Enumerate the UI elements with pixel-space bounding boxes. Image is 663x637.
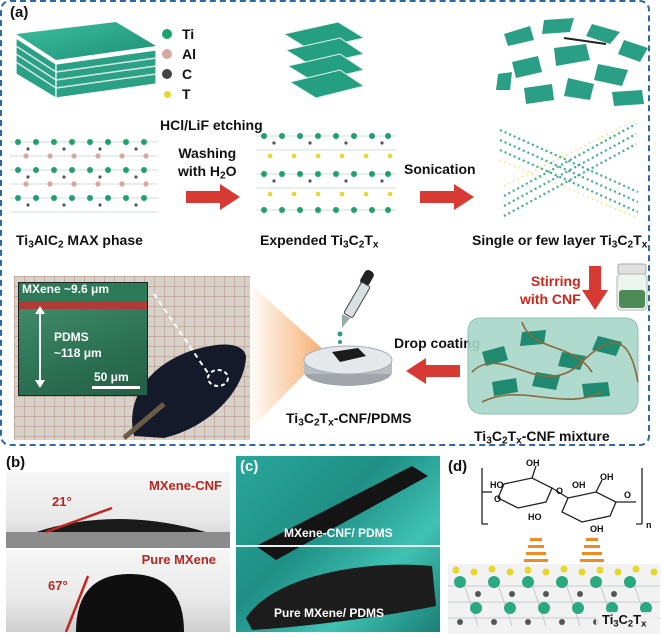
composite-label: Ti3C2Tx-CNF/PDMS: [286, 410, 412, 429]
o-label-2: O: [556, 486, 563, 496]
oh-label-3: OH: [572, 480, 586, 490]
washing-step-label: Washing with H2O: [178, 145, 237, 182]
flakes-illustration: [496, 18, 648, 106]
single-layer-label: Single or few layer Ti3C2Tx: [472, 232, 648, 251]
contact-angle-top-image: MXene-CNF 21°: [6, 472, 230, 548]
stirring-arrow-icon: [582, 266, 608, 310]
pdms-label: PDMS: [54, 330, 89, 344]
film-shapes: [236, 466, 440, 630]
stirring-step-label: Stirring with CNF: [520, 273, 581, 307]
contact-angle-top-label: MXene-CNF: [149, 478, 222, 493]
magnification-cone: [248, 282, 326, 432]
film-photos: (c) MXene-CNF/ PDMS Pure MXene/ PDMS: [236, 456, 440, 632]
cellulose-structure: OH HO OH HO OH OH O O O n: [481, 458, 652, 534]
repeat-unit-n: n: [646, 520, 652, 530]
mxene-thickness-label: MXene ~9.6 μm: [22, 282, 110, 296]
pdms-thickness-arrow-icon: [35, 306, 45, 388]
pdms-thickness-label: ~118 μm: [54, 346, 102, 360]
oh-label-1: OH: [526, 458, 540, 468]
contact-angle-bottom-label: Pure MXene: [141, 552, 216, 567]
oh-label-5: OH: [600, 472, 614, 482]
drop-coating-illustration: [303, 270, 393, 386]
cross-section-photo: MXene ~9.6 μm PDMS ~118 μm 50 μm: [14, 276, 250, 440]
scale-bar-label: 50 μm: [94, 370, 129, 384]
mixture-container-illustration: [467, 317, 639, 415]
contact-angle-bottom-value: 67°: [48, 578, 68, 593]
sonication-arrow-icon: [420, 184, 474, 210]
mixture-label: Ti3C2Tx-CNF mixture: [474, 428, 610, 447]
mxene-surface-illustration: [448, 564, 660, 634]
legend-item-t: T: [162, 84, 196, 104]
element-legend: Ti Al C T: [162, 24, 196, 104]
o-label-3: O: [624, 490, 631, 500]
panel-d-label: (d): [448, 458, 468, 475]
c-atom-icon: [162, 69, 172, 79]
expanded-lattice: [256, 133, 396, 213]
etching-step-label: HCl/LiF etching: [160, 117, 263, 133]
expended-label: Expended Ti3C2Tx: [260, 232, 379, 251]
legend-item-c: C: [162, 64, 196, 84]
sonication-step-label: Sonication: [404, 161, 476, 177]
max-phase-label: Ti3AlC2 MAX phase: [16, 232, 143, 251]
dropper-icon: [337, 270, 374, 344]
max-phase-3d-illustration: [15, 22, 157, 100]
drop-coating-step-label: Drop coating: [394, 335, 481, 351]
mxene-layer-band: [19, 301, 147, 309]
panel-b-label: (b): [6, 454, 26, 471]
max-phase-lattice: [10, 139, 158, 213]
single-layer-lattice: [499, 120, 639, 219]
photo-top-label: MXene-CNF/ PDMS: [284, 526, 393, 540]
drop-coating-arrow-icon: [406, 358, 460, 384]
washing-arrow-icon: [186, 184, 240, 210]
hydrogen-bond-indicators: [524, 538, 604, 562]
al-atom-icon: [162, 49, 172, 59]
droplet-top: [6, 506, 230, 548]
o-label-1: O: [494, 494, 501, 504]
oh-label-6: OH: [590, 524, 604, 534]
panel-c-label: (c): [240, 458, 259, 475]
legend-item-al: Al: [162, 44, 196, 64]
contact-angle-bottom-image: Pure MXene 67°: [6, 550, 230, 632]
expanded-3d-illustration: [282, 21, 366, 99]
panel-a-frame: [0, 0, 650, 446]
mixture-vial-icon: [616, 263, 648, 311]
surface-label: Ti3C2Tx: [602, 612, 647, 629]
droplet-bottom: [64, 574, 184, 632]
zoom-indicator-icon: [153, 293, 229, 387]
photo-bottom-label: Pure MXene/ PDMS: [274, 606, 385, 620]
oh-label-4: HO: [528, 512, 542, 522]
ti-atom-icon: [162, 29, 172, 39]
contact-angle-top-value: 21°: [52, 494, 72, 509]
t-atom-icon: [164, 90, 171, 98]
legend-item-ti: Ti: [162, 24, 196, 44]
oh-label-2: HO: [490, 480, 504, 490]
scale-bar: [92, 386, 140, 389]
panel-a-label: (a): [10, 4, 29, 21]
